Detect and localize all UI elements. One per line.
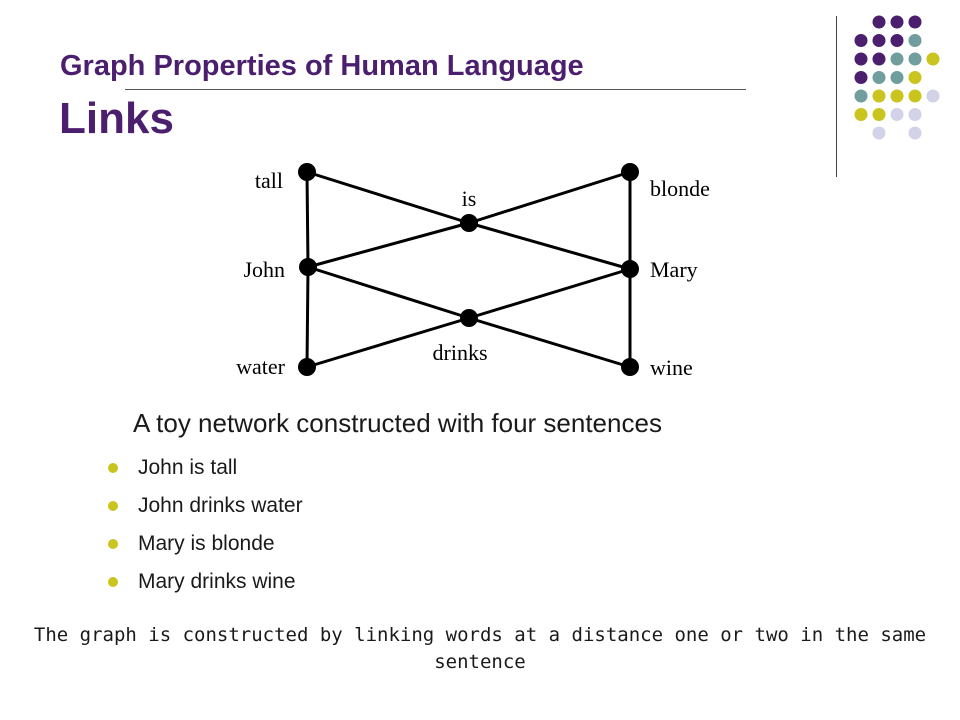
node-label-water: water xyxy=(236,354,286,379)
node-label-blonde: blonde xyxy=(650,176,710,201)
node-water xyxy=(298,358,316,376)
decorative-dot xyxy=(872,126,886,140)
decorative-dot xyxy=(872,52,886,66)
edge-is-mary xyxy=(468,221,631,271)
decorative-dot xyxy=(890,15,904,29)
decorative-dot xyxy=(908,71,922,84)
slide-subtitle: Links xyxy=(59,94,174,143)
decorative-dot xyxy=(890,89,904,103)
list-item: John drinks water xyxy=(106,490,303,528)
edge-drinks-wine xyxy=(468,316,631,369)
decorative-dot xyxy=(908,34,922,47)
decorative-dot xyxy=(854,108,868,121)
edge-drinks-mary xyxy=(468,267,631,320)
edge-john-water xyxy=(305,266,310,368)
decorative-dot xyxy=(890,71,904,84)
decorative-dot xyxy=(854,71,868,84)
decorative-dot xyxy=(926,52,940,66)
edge-water-drinks xyxy=(306,316,470,369)
node-john xyxy=(299,258,317,276)
edge-john-is xyxy=(307,221,470,269)
vertical-divider xyxy=(836,16,837,177)
node-label-mary: Mary xyxy=(650,257,698,282)
node-drinks xyxy=(460,309,478,327)
bullet-icon xyxy=(108,501,118,511)
decorative-dot xyxy=(908,89,922,103)
decorative-dot xyxy=(908,108,922,121)
node-label-tall: tall xyxy=(255,168,283,193)
decorative-dot xyxy=(908,126,922,140)
decorative-dot xyxy=(872,71,886,84)
decorative-dot xyxy=(890,108,904,121)
slide-title: Graph Properties of Human Language xyxy=(60,50,584,82)
decorative-dot xyxy=(872,108,886,121)
node-blonde xyxy=(621,163,639,181)
bullet-icon xyxy=(108,577,118,587)
sentence-list: John is tall John drinks water Mary is b… xyxy=(106,452,303,604)
decorative-dot xyxy=(854,89,868,103)
bullet-icon xyxy=(108,463,118,473)
node-wine xyxy=(621,358,639,376)
decorative-dot xyxy=(854,34,868,47)
bullet-icon xyxy=(108,539,118,549)
title-divider xyxy=(125,89,746,90)
node-label-wine: wine xyxy=(650,355,693,380)
node-is xyxy=(460,214,478,232)
node-label-drinks: drinks xyxy=(433,340,488,365)
edge-tall-is xyxy=(306,170,470,225)
edge-tall-john xyxy=(305,171,310,268)
node-label-is: is xyxy=(462,186,477,211)
decorative-dot xyxy=(890,52,904,66)
decorative-dot xyxy=(890,34,904,47)
node-tall xyxy=(298,163,316,181)
list-item: Mary drinks wine xyxy=(106,566,303,604)
decorative-dot xyxy=(872,34,886,47)
node-label-john: John xyxy=(243,257,285,282)
footer-note: The graph is constructed by linking word… xyxy=(33,624,927,673)
diagram-caption: A toy network constructed with four sent… xyxy=(133,408,662,438)
decorative-dot xyxy=(926,89,940,103)
decorative-dot xyxy=(854,52,868,66)
decorative-dot xyxy=(908,52,922,66)
decorative-dot xyxy=(908,15,922,29)
list-item: John is tall xyxy=(106,452,303,490)
edge-is-blonde xyxy=(468,170,631,225)
decorative-dot xyxy=(872,89,886,103)
node-mary xyxy=(621,260,639,278)
list-item: Mary is blonde xyxy=(106,528,303,566)
edge-john-drinks xyxy=(307,265,470,320)
decorative-dot xyxy=(872,15,886,29)
